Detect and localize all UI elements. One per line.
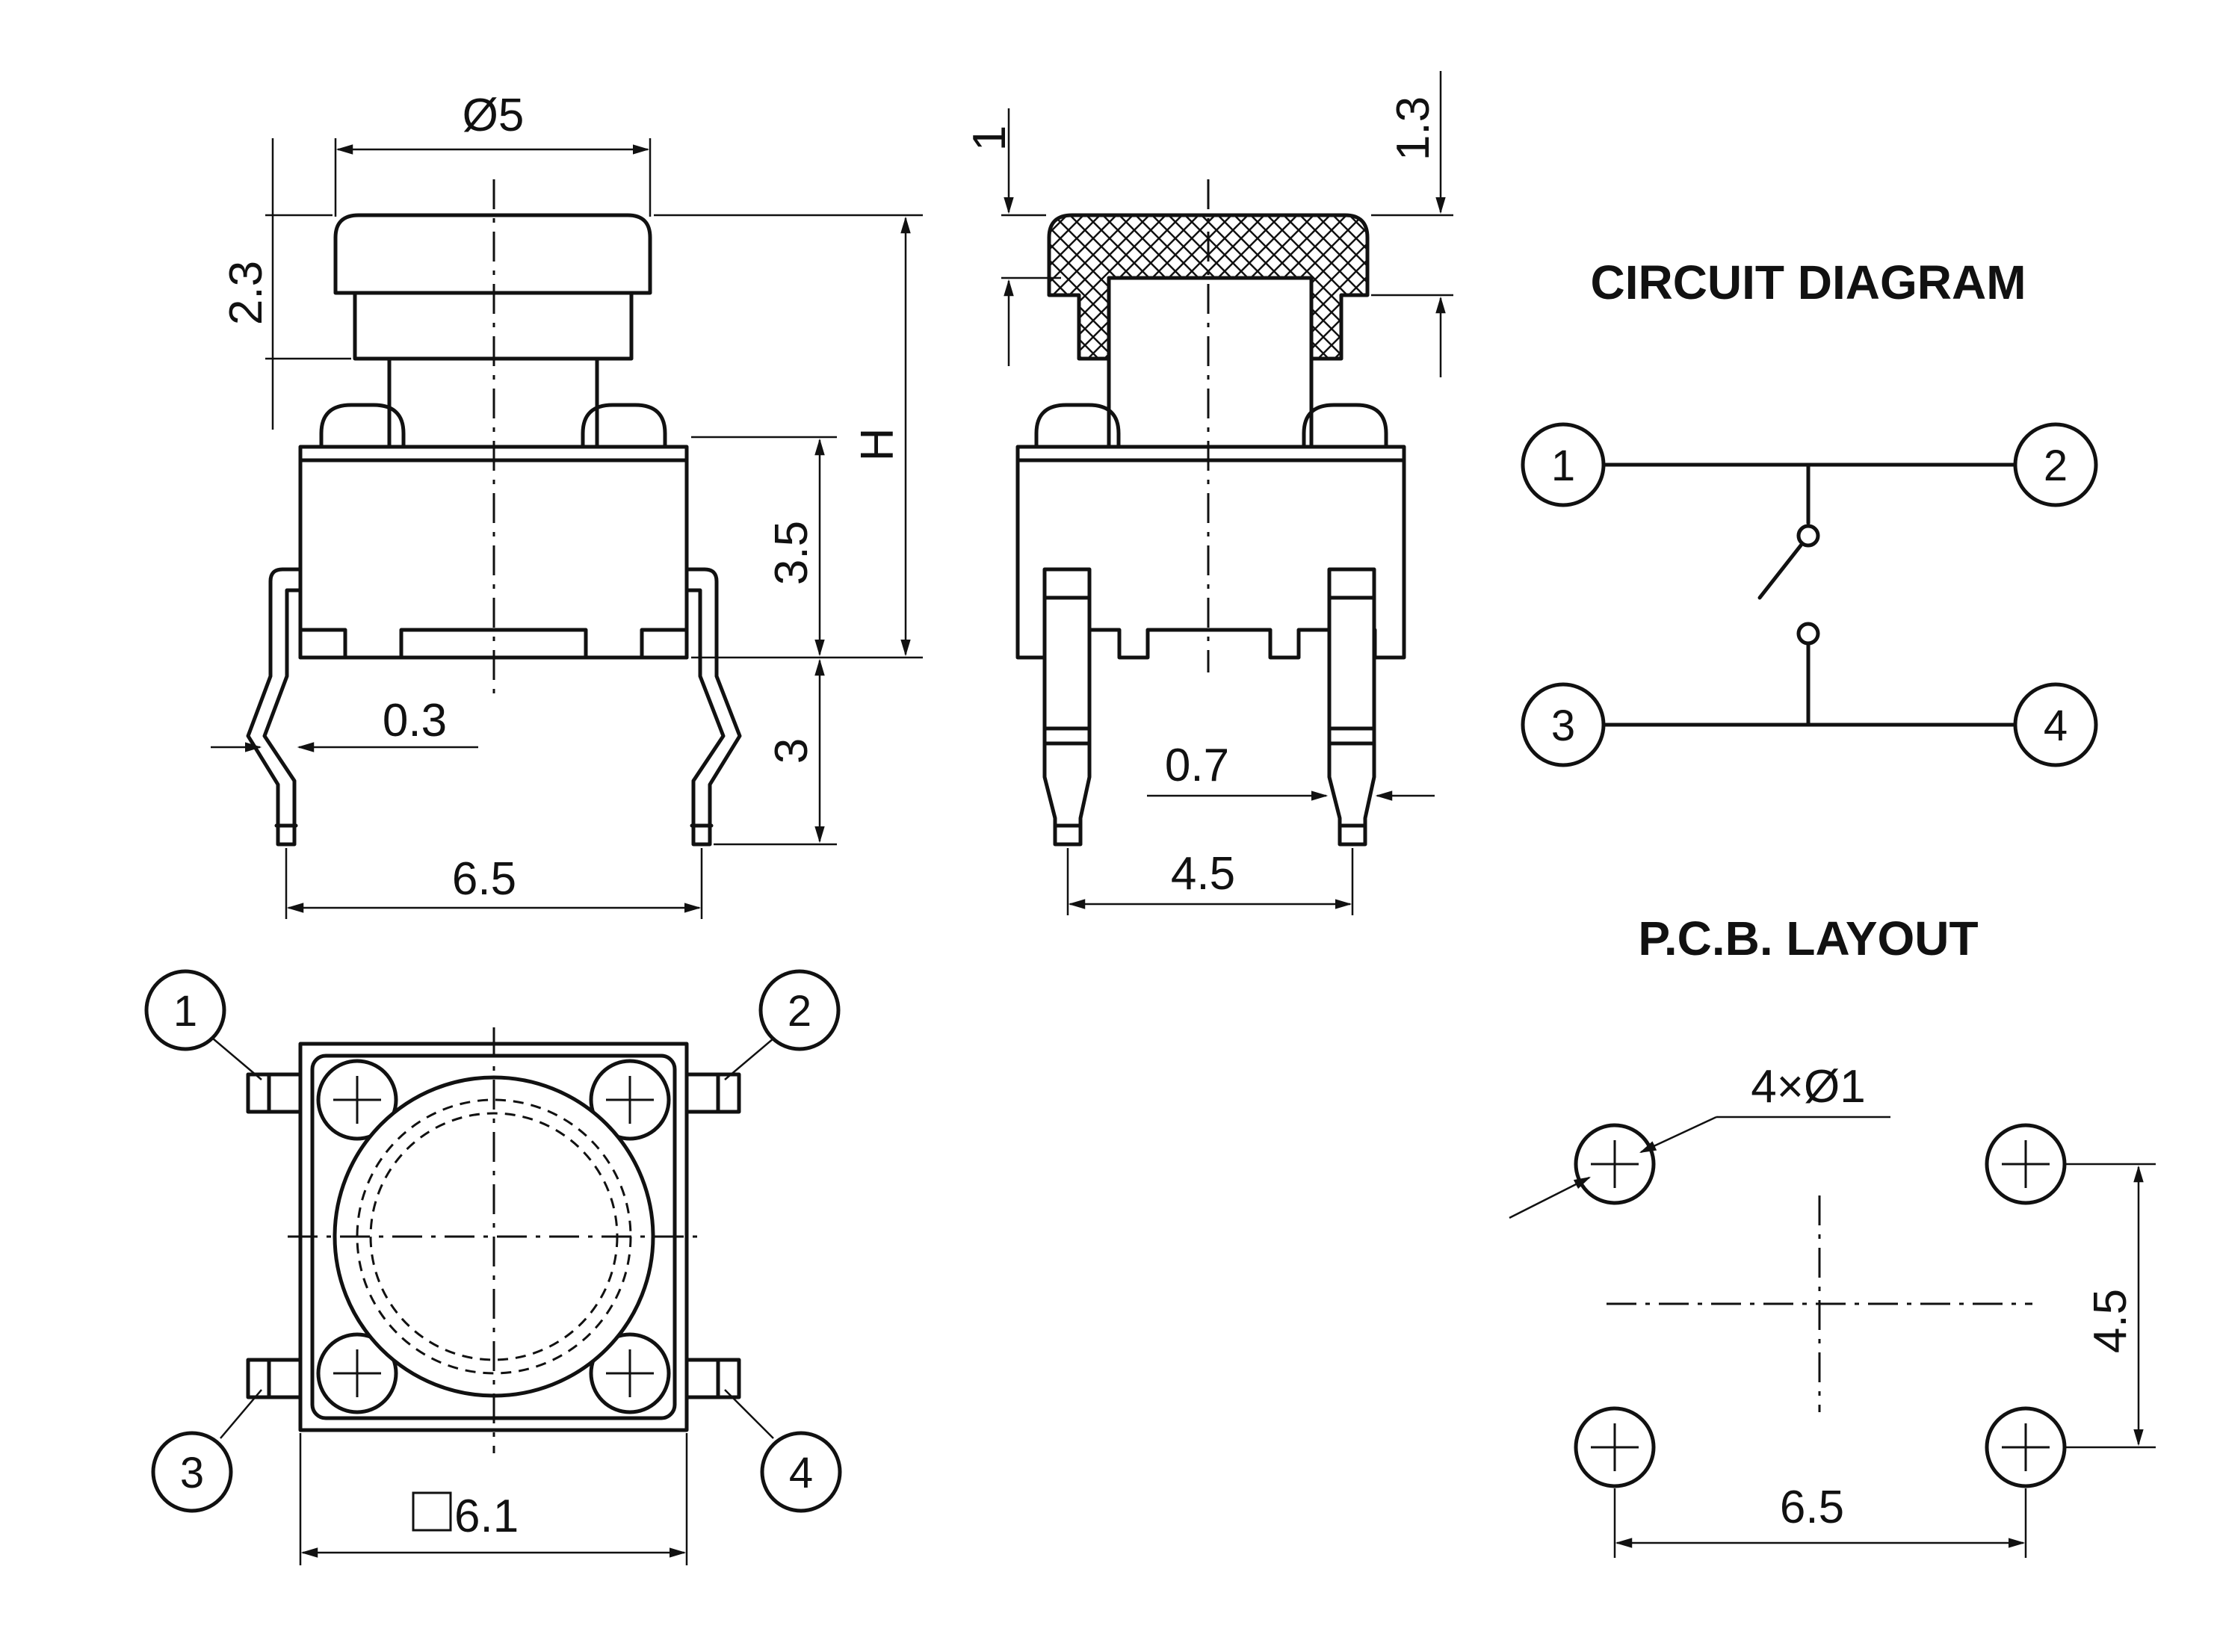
dim-cap-diameter: Ø5: [463, 90, 525, 141]
dim-cap-height: 2.3: [220, 261, 272, 325]
circuit-pin-4: 4: [2044, 702, 2068, 750]
dim-pcb-pitch-x: 6.5: [1780, 1482, 1844, 1533]
dim-total-height: H: [852, 428, 903, 462]
dim-lead-width: 0.7: [1165, 740, 1229, 791]
dim-body-square: 6.1: [454, 1491, 519, 1542]
dim-body-height: 3.5: [766, 521, 817, 585]
pcb-hole-4: [1985, 1406, 2067, 1488]
circuit-pin-3: 3: [1551, 702, 1575, 750]
pcb-hole-2: [1985, 1123, 2067, 1205]
dim-lead-length: 3: [766, 738, 817, 764]
pcb-hole-3: [1574, 1406, 1656, 1488]
pin-label-2: 2: [788, 987, 811, 1036]
pcb-layout: P.C.B. LAYOUT 4×Ø1 4.5: [1509, 912, 2156, 1558]
top-view: [246, 1027, 741, 1453]
front-view: [246, 179, 742, 847]
dim-pcb-pitch-y: 4.5: [2085, 1289, 2136, 1353]
circuit-title: CIRCUIT DIAGRAM: [1590, 256, 2026, 309]
pin-label-3: 3: [180, 1449, 204, 1497]
dim-lead-span-side: 4.5: [1171, 848, 1235, 900]
circuit-pin-1: 1: [1551, 442, 1575, 490]
circuit-pin-2: 2: [2044, 442, 2068, 490]
dim-pcb-holes: 4×Ø1: [1751, 1061, 1865, 1113]
circuit-diagram: CIRCUIT DIAGRAM 1 2 3 4: [1521, 256, 2098, 767]
pcb-hole-1: [1574, 1123, 1656, 1205]
pin-label-1: 1: [173, 987, 197, 1036]
dim-lead-thickness: 0.3: [383, 695, 447, 746]
dim-cap-top: 1: [964, 126, 1015, 151]
dim-cap-rim: 1.3: [1388, 96, 1439, 161]
front-dimensions: Ø5 2.3 H 3.5 3 0.3 6.5: [211, 90, 923, 919]
pin-label-4: 4: [789, 1449, 813, 1497]
side-dimensions: 1 1.3 0.7 4.5: [964, 71, 1453, 915]
pcb-title: P.C.B. LAYOUT: [1638, 912, 1978, 965]
side-view: [1015, 179, 1406, 847]
dim-lead-span-front: 6.5: [452, 853, 516, 905]
top-pin-callouts: 1 2 3 4 6.1: [144, 969, 842, 1565]
